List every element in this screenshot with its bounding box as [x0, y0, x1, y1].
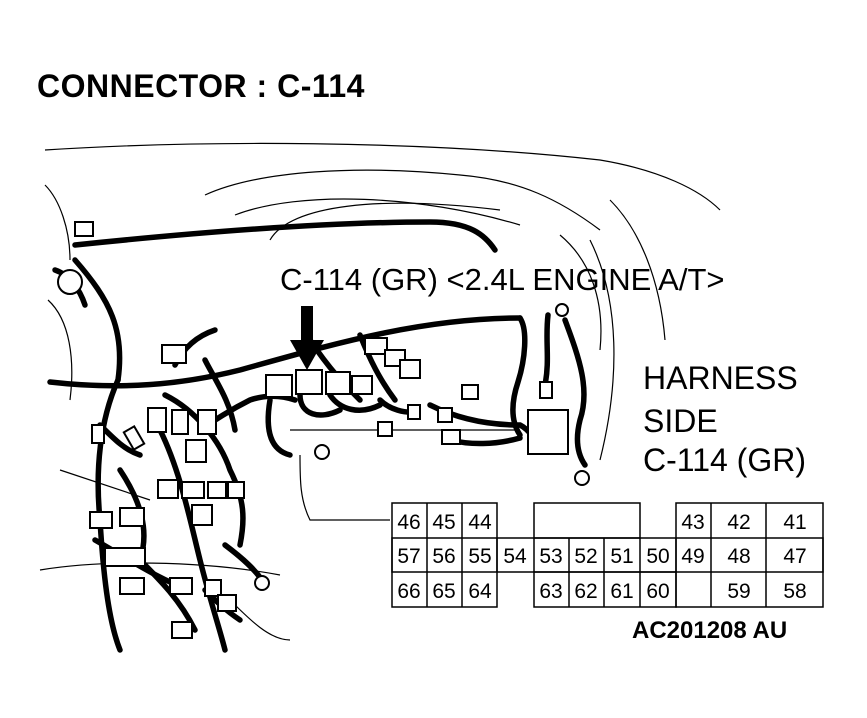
- connector-block: [539, 381, 553, 399]
- connector-middle-key: [533, 502, 641, 539]
- connector-block: [217, 594, 237, 612]
- pin-label: 41: [783, 511, 806, 534]
- ground-terminal: [314, 444, 330, 460]
- connector-block: [377, 421, 393, 437]
- pin-label: 43: [681, 511, 704, 534]
- pin-label: 50: [646, 545, 669, 568]
- connector-block: [351, 375, 373, 395]
- connector-pin-labels: 46 45 44 43 42 41 57 56 55 54 53 52 51 5…: [397, 511, 806, 603]
- connector-face-diagram: [391, 502, 824, 608]
- figure-reference-code: AC201208 AU: [632, 617, 788, 644]
- connector-block: [437, 407, 453, 423]
- pin-label: 48: [727, 545, 750, 568]
- connector-block: [461, 384, 479, 400]
- connector-block: [407, 404, 421, 420]
- dashboard-outline: [39, 142, 721, 641]
- harness-side-label-line1: HARNESS: [643, 360, 798, 396]
- connector-block: [119, 577, 145, 595]
- pin-label: 60: [646, 580, 669, 603]
- grommet: [57, 269, 83, 295]
- connector-block: [161, 344, 187, 364]
- connector-block: [181, 481, 205, 499]
- connector-block: [191, 504, 213, 526]
- connector-bottom-middle: [533, 571, 677, 608]
- pin-label: 56: [432, 545, 455, 568]
- connector-block: [119, 507, 145, 527]
- pin-label: 63: [539, 580, 562, 603]
- connector-block: [265, 374, 293, 398]
- pin-label: 52: [574, 545, 597, 568]
- connector-block: [364, 337, 388, 355]
- connector-block-large: [527, 409, 569, 455]
- connector-block: [122, 424, 146, 452]
- connector-block: [185, 439, 207, 463]
- harness-side-label-line2: SIDE: [643, 403, 718, 439]
- connector-block: [89, 511, 113, 529]
- connector-block: [399, 359, 421, 379]
- connector-middle-row: [391, 537, 824, 573]
- pin-label: 49: [681, 545, 704, 568]
- pin-label: 62: [574, 580, 597, 603]
- connector-block: [227, 481, 245, 499]
- pin-label: 61: [610, 580, 633, 603]
- ground-terminals: [57, 269, 590, 591]
- connector-block: [147, 407, 167, 433]
- connector-block: [204, 579, 222, 597]
- connector-block: [197, 409, 217, 435]
- connector-block: [74, 221, 94, 237]
- connector-block: [171, 621, 193, 639]
- grommet: [555, 303, 569, 317]
- pin-label: 53: [539, 545, 562, 568]
- connector-block: [441, 429, 461, 445]
- connector-block: [325, 371, 351, 395]
- pin-label: 51: [610, 545, 633, 568]
- page-title: CONNECTOR : C-114: [37, 68, 365, 104]
- connector-block: [104, 547, 146, 567]
- pin-label: 54: [503, 545, 527, 568]
- pin-label: 42: [727, 511, 750, 534]
- pin-label: 46: [397, 511, 420, 534]
- ground-terminal: [574, 470, 590, 486]
- pin-label: 58: [783, 580, 806, 603]
- down-arrow-icon: [290, 306, 324, 370]
- pin-label: 59: [727, 580, 750, 603]
- harness-side-label-line3: C-114 (GR): [643, 442, 806, 478]
- pin-label: 65: [432, 580, 455, 603]
- pin-label: 66: [397, 580, 420, 603]
- pin-label: 45: [432, 511, 455, 534]
- pin-label: 55: [468, 545, 491, 568]
- pin-label: 47: [783, 545, 806, 568]
- connector-block: [169, 577, 193, 595]
- ground-terminal: [254, 575, 270, 591]
- connector-block: [91, 424, 105, 444]
- pin-label: 57: [397, 545, 420, 568]
- pin-label: 44: [468, 511, 492, 534]
- harness-connectors: [74, 221, 569, 639]
- connector-block: [207, 481, 227, 499]
- pin-label: 64: [468, 580, 492, 603]
- connector-c114-highlight: [295, 369, 323, 395]
- connector-block: [157, 479, 179, 499]
- connector-block: [171, 409, 189, 435]
